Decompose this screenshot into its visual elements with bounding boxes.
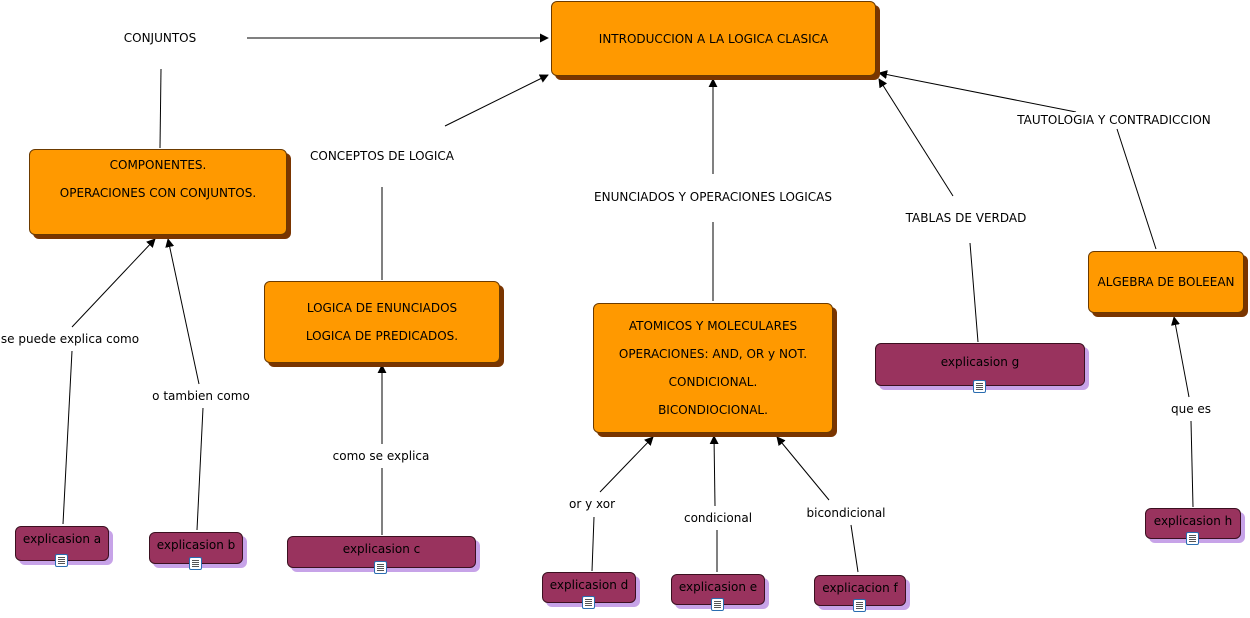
connector-condicional-atomicos: [709, 435, 719, 507]
explanation-h-label: explicasion h: [1153, 514, 1233, 528]
connector-tablas-intro: [878, 78, 954, 197]
concept-logica[interactable]: LOGICA DE ENUNCIADOS LOGICA DE PREDICADO…: [264, 281, 500, 363]
linking-phrase-or-xor[interactable]: or y xor: [565, 496, 619, 512]
concept-algebra[interactable]: ALGEBRA DE BOLEEAN: [1088, 251, 1244, 313]
linking-phrase-enunciados[interactable]: ENUNCIADOS Y OPERACIONES LOGICAS: [591, 189, 835, 205]
document-icon[interactable]: [189, 557, 202, 570]
linking-phrase-bicondicional[interactable]: bicondicional: [803, 505, 889, 521]
concept-componentes[interactable]: COMPONENTES. OPERACIONES CON CONJUNTOS.: [29, 149, 287, 235]
linking-phrase-que-es[interactable]: que es: [1167, 401, 1215, 417]
document-icon[interactable]: [853, 599, 866, 612]
connector-orxor-atomicos: [599, 436, 654, 493]
connector-bicondicional-atomicos: [776, 436, 830, 501]
connector-algebra-tautologia: [1116, 128, 1157, 250]
connector-tautologia-intro: [878, 70, 1077, 113]
connector-sepuede-componentes: [71, 238, 156, 328]
explanation-a-label: explicasion a: [22, 532, 102, 546]
explanation-c-label: explicasion c: [342, 542, 421, 556]
explanation-f-label: explicacion f: [822, 581, 898, 595]
explanation-b-label: explicasion b: [156, 538, 236, 552]
document-icon[interactable]: [1186, 532, 1199, 545]
explanation-f[interactable]: explicacion f: [814, 575, 906, 606]
concept-atomicos-line-1: ATOMICOS Y MOLECULARES: [628, 319, 798, 333]
connector-conceptos-intro: [444, 74, 549, 127]
concept-logica-line-2: LOGICA DE PREDICADOS.: [305, 329, 459, 343]
explanation-a[interactable]: explicasion a: [15, 526, 109, 561]
concept-atomicos-line-2: OPERACIONES: AND, OR y NOT.: [618, 347, 808, 361]
explanation-e[interactable]: explicasion e: [671, 574, 765, 605]
linking-phrase-conjuntos[interactable]: CONJUNTOS: [120, 30, 200, 46]
concept-algebra-line-1: ALGEBRA DE BOLEEAN: [1097, 275, 1235, 289]
connector-quees-algebra: [1171, 316, 1190, 398]
concept-componentes-line-2: OPERACIONES CON CONJUNTOS.: [59, 186, 257, 200]
linking-phrase-conceptos[interactable]: CONCEPTOS DE LOGICA: [307, 148, 457, 164]
linking-phrase-o-tambien[interactable]: o tambien como: [149, 388, 253, 404]
concept-componentes-line-1: COMPONENTES.: [109, 158, 207, 172]
connector-expg-tablas: [969, 242, 979, 343]
concept-intro[interactable]: INTRODUCCION A LA LOGICA CLASICA: [551, 1, 876, 76]
connector-componentes-conjuntos: [159, 68, 162, 149]
connector-expf-bicondicional: [850, 524, 859, 573]
concept-intro-line-1: INTRODUCCION A LA LOGICA CLASICA: [598, 31, 829, 46]
explanation-g-label: explicasion g: [940, 355, 1020, 369]
document-icon[interactable]: [55, 554, 68, 567]
concept-logica-line-1: LOGICA DE ENUNCIADOS: [306, 301, 458, 315]
connector-expa-sepuede: [62, 350, 73, 525]
connector-otambien-componentes: [165, 238, 200, 385]
linking-phrase-condicional[interactable]: condicional: [680, 510, 756, 526]
document-icon[interactable]: [973, 380, 986, 393]
concept-atomicos-line-4: BICONDIOCIONAL.: [658, 403, 768, 417]
explanation-d-label: explicasion d: [549, 578, 629, 592]
explanation-e-label: explicasion e: [678, 580, 758, 594]
connector-expd-orxor: [591, 516, 595, 572]
explanation-h[interactable]: explicasion h: [1145, 508, 1241, 539]
concept-atomicos-line-3: CONDICIONAL.: [668, 375, 758, 389]
linking-phrase-tautologia[interactable]: TAUTOLOGIA Y CONTRADICCION: [1014, 112, 1214, 128]
linking-phrase-como-se[interactable]: como se explica: [329, 448, 433, 464]
explanation-b[interactable]: explicasion b: [149, 532, 243, 564]
connector-expb-otambien: [196, 407, 204, 531]
document-icon[interactable]: [582, 596, 595, 609]
document-icon[interactable]: [711, 598, 724, 611]
linking-phrase-se-puede[interactable]: se puede explica como: [0, 331, 143, 347]
document-icon[interactable]: [374, 561, 387, 574]
connector-exph-quees: [1190, 420, 1194, 508]
concept-atomicos[interactable]: ATOMICOS Y MOLECULARES OPERACIONES: AND,…: [593, 303, 833, 433]
linking-phrase-tablas[interactable]: TABLAS DE VERDAD: [902, 210, 1030, 226]
